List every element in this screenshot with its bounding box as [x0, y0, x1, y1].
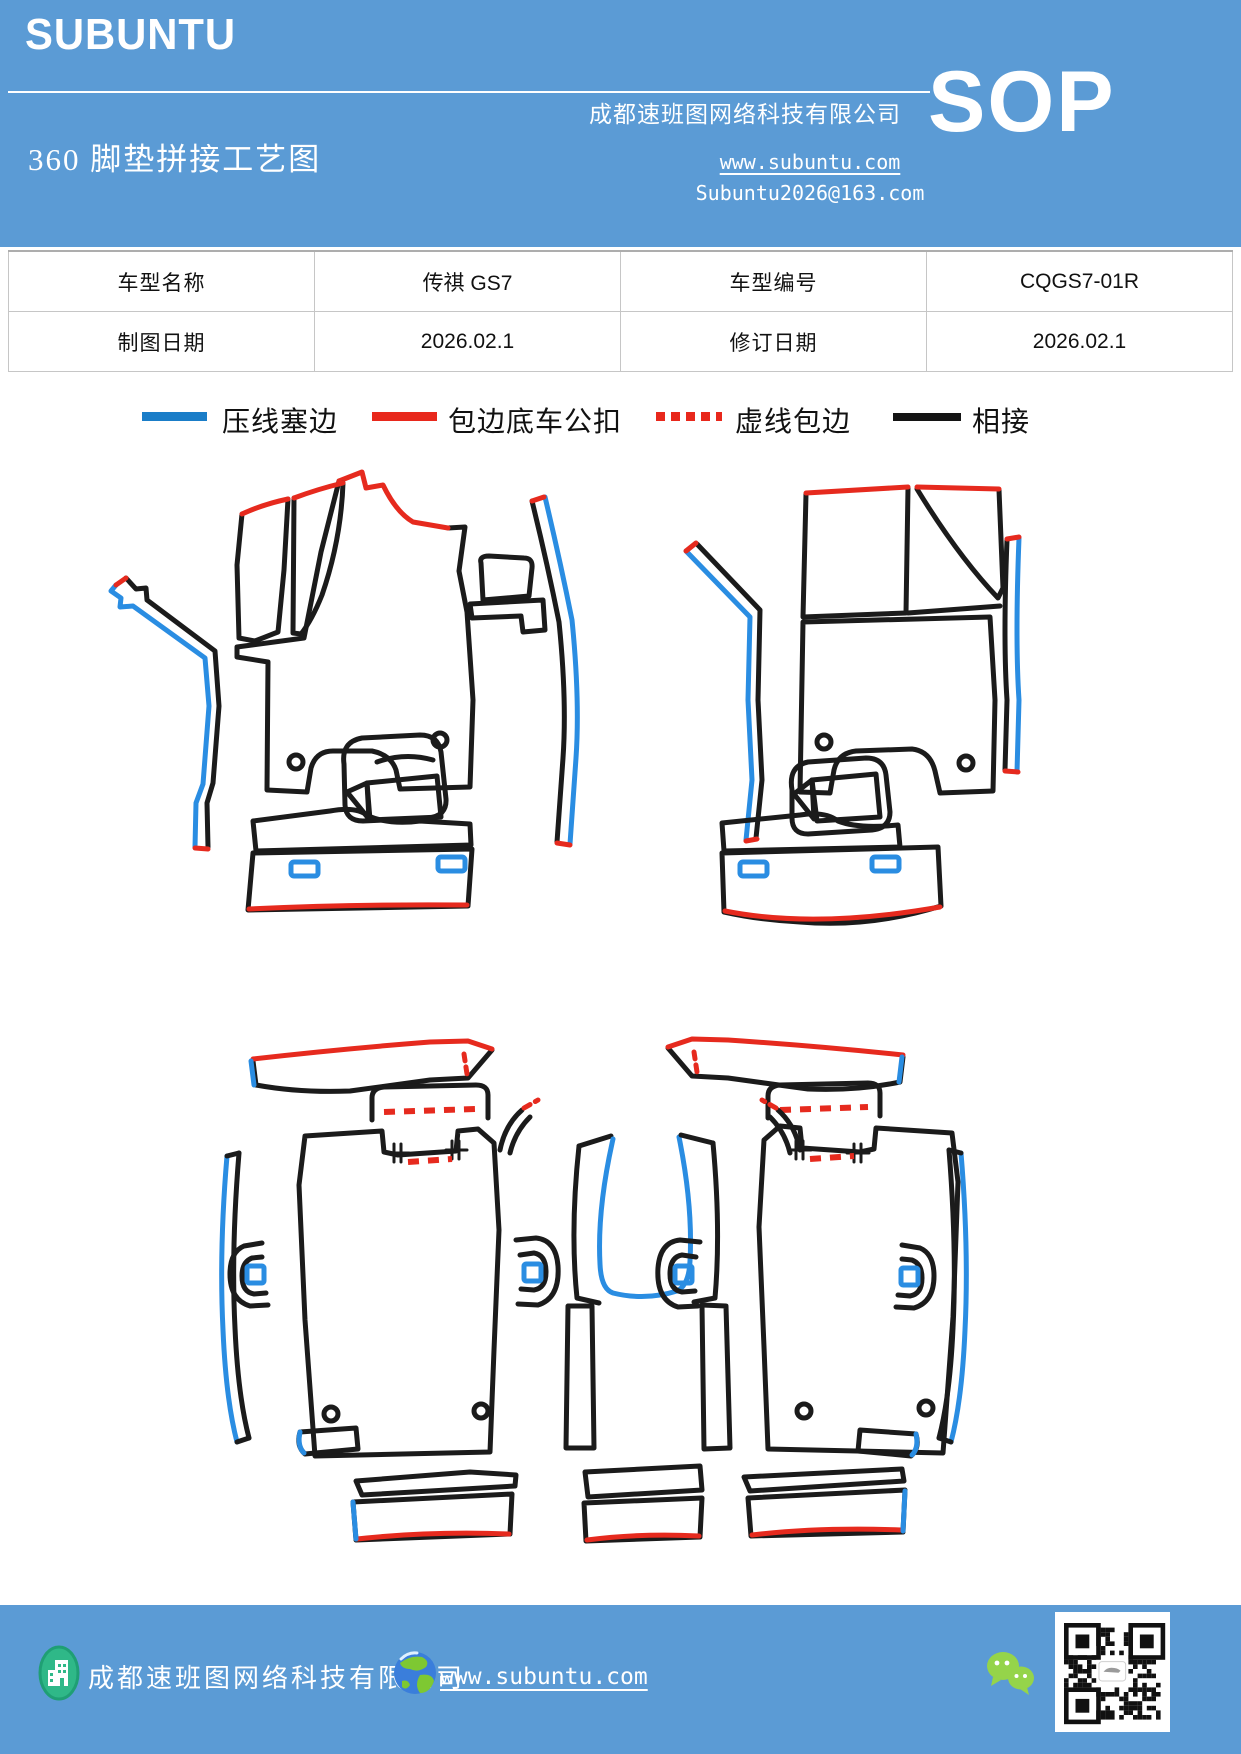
- building-icon: [38, 1645, 80, 1701]
- header-website-link[interactable]: www.subuntu.com: [719, 150, 901, 174]
- model-name-label: 车型名称: [8, 250, 315, 312]
- revise-date-value: 2026.02.1: [926, 311, 1233, 372]
- legend-label-joint: 相接: [972, 407, 1031, 438]
- legend-swatch-dashed-wrap: [656, 412, 722, 421]
- model-code-value: CQGS7-01R: [926, 250, 1233, 312]
- diagram-rear-middle-piece: [563, 1132, 733, 1544]
- diagram-front-left-mat: [108, 469, 580, 913]
- revise-date-label: 修订日期: [620, 311, 927, 372]
- legend-label-wrap-buckle: 包边底车公扣: [448, 407, 623, 438]
- brand-logo: SUBUNTU: [25, 10, 237, 59]
- legend-swatch-press-edge: [142, 412, 207, 421]
- header-divider: [8, 91, 930, 93]
- legend-swatch-wrap-buckle: [372, 412, 437, 421]
- vehicle-info-table: 车型名称 传祺 GS7 车型编号 CQGS7-01R 制图日期 2026.02.…: [8, 250, 1233, 372]
- page-header: [0, 0, 1241, 247]
- legend-label-press-edge: 压线塞边: [222, 407, 339, 438]
- page-footer: [0, 1605, 1241, 1754]
- page-title: 360 脚垫拼接工艺图: [28, 142, 322, 177]
- draw-date-label: 制图日期: [8, 311, 315, 372]
- table-row: 车型名称 传祺 GS7 车型编号 CQGS7-01R: [8, 250, 1233, 312]
- legend-label-dashed-wrap: 虚线包边: [735, 407, 852, 438]
- header-email: Subuntu2026@163.com: [695, 181, 925, 205]
- sop-label: SOP: [928, 54, 1116, 150]
- wechat-icon: [987, 1652, 1034, 1695]
- model-name-value: 传祺 GS7: [314, 250, 621, 312]
- diagram-front-right-mat: [683, 484, 1022, 926]
- globe-icon: [394, 1651, 436, 1694]
- header-company-name: 成都速班图网络科技有限公司: [589, 102, 901, 127]
- legend-swatch-joint: [893, 413, 961, 421]
- qr-code: [1055, 1612, 1170, 1732]
- table-row: 制图日期 2026.02.1 修订日期 2026.02.1: [8, 311, 1233, 372]
- footer-website-link[interactable]: www.subuntu.com: [440, 1664, 648, 1690]
- diagram-rear-left-mat: [219, 1038, 561, 1543]
- diagram-rear-right-mat: [655, 1036, 969, 1539]
- model-code-label: 车型编号: [620, 250, 927, 312]
- draw-date-value: 2026.02.1: [314, 311, 621, 372]
